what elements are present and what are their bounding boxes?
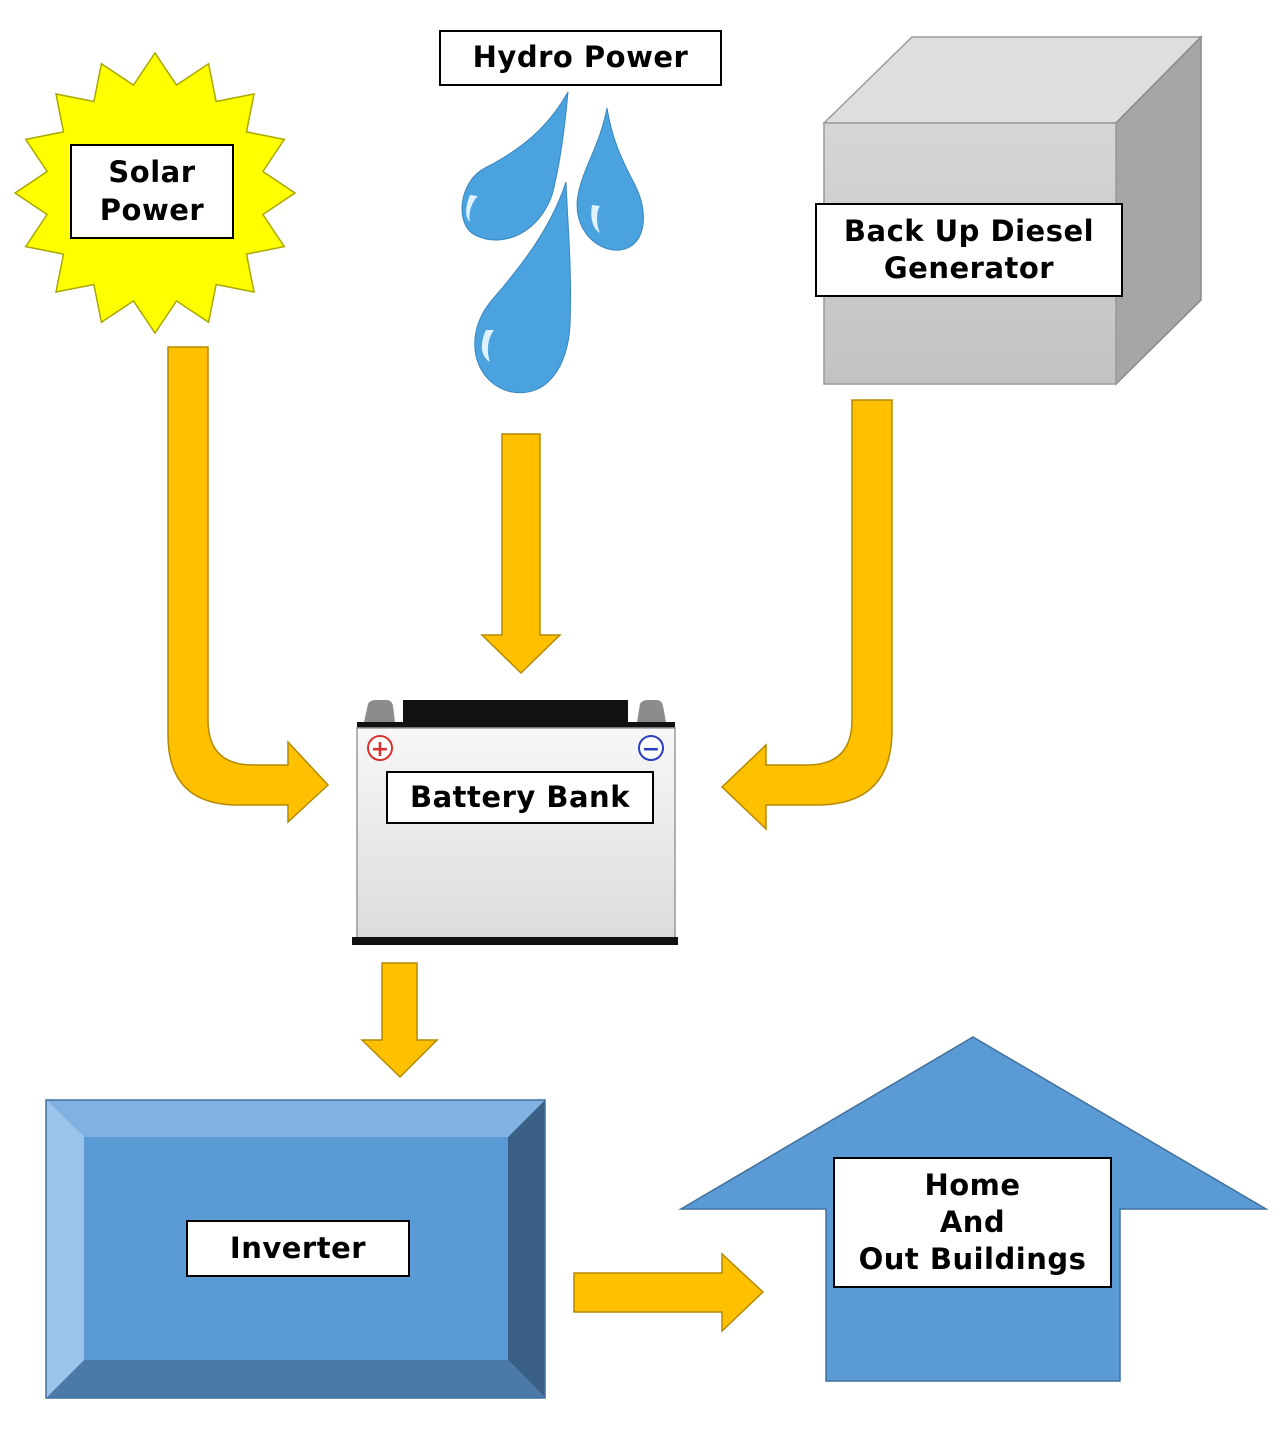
inverter-label-text: Inverter bbox=[229, 1230, 367, 1265]
inverter-label: Inverter bbox=[186, 1220, 410, 1277]
battery-minus-sign: − bbox=[642, 737, 660, 762]
solar-power-label: Solar Power bbox=[70, 144, 234, 239]
diesel-label-line1: Back Up Diesel bbox=[843, 213, 1095, 248]
home-label-line2: And bbox=[939, 1204, 1006, 1239]
home-label-line3: Out Buildings bbox=[858, 1242, 1087, 1277]
diesel-label-line2: Generator bbox=[883, 251, 1055, 285]
battery-bank-label: Battery Bank bbox=[386, 771, 654, 824]
hydro-power-label: Hydro Power bbox=[439, 30, 722, 86]
home-label-line1: Home bbox=[924, 1167, 1021, 1202]
car-battery-icon: + − bbox=[352, 700, 678, 945]
battery-label-text: Battery Bank bbox=[410, 779, 630, 814]
battery-plus-sign: + bbox=[371, 737, 389, 762]
home-label: Home And Out Buildings bbox=[833, 1157, 1112, 1288]
arrows bbox=[167, 346, 893, 1333]
solar-label-line2: Power bbox=[99, 192, 205, 227]
arrow-hydro-to-battery bbox=[480, 433, 562, 675]
water-drops-icon bbox=[461, 91, 644, 394]
arrow-solar-to-battery bbox=[167, 346, 330, 824]
solar-label-line1: Solar bbox=[108, 155, 196, 190]
diesel-generator-label: Back Up Diesel Generator bbox=[815, 203, 1123, 297]
arrow-inverter-to-home bbox=[573, 1252, 765, 1333]
hydro-label-text: Hydro Power bbox=[472, 40, 689, 75]
arrow-generator-to-battery bbox=[720, 399, 893, 831]
arrow-battery-to-inverter bbox=[360, 962, 439, 1079]
